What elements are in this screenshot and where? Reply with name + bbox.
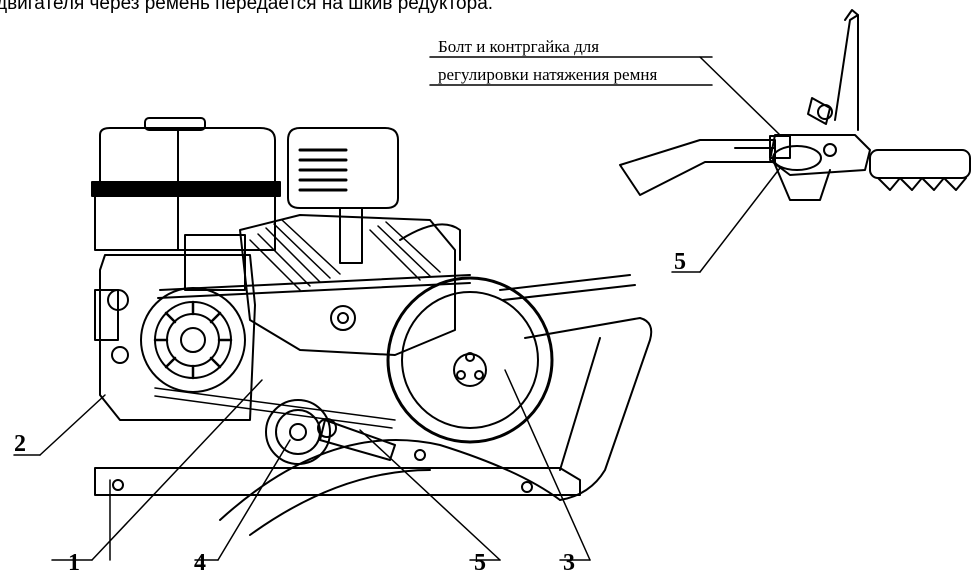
callout-2: 2 [14, 431, 26, 457]
callout-5-bottom: 5 [474, 550, 486, 576]
callout-leaders [13, 167, 781, 561]
annotation-leader [429, 56, 781, 136]
top-caption-text: двигателя через ремень передается на шки… [0, 0, 494, 14]
engine-crankcase [94, 234, 256, 421]
fuel-tank [91, 117, 281, 251]
tensioner-roller [265, 399, 426, 465]
tiller-frame [94, 317, 653, 561]
cylinder-head [239, 214, 461, 356]
callout-5-top: 5 [674, 249, 686, 275]
gearbox-pulley [386, 274, 636, 444]
annotation-line-1: Болт и контргайка для [438, 37, 600, 56]
annotation-line-2: регулировки натяжения ремня [438, 65, 658, 84]
air-filter [287, 127, 399, 264]
callout-1: 1 [68, 550, 80, 576]
callout-3: 3 [563, 550, 575, 576]
engine-pulley [140, 287, 246, 393]
handle-detail [619, 9, 971, 201]
callout-4: 4 [194, 550, 206, 576]
